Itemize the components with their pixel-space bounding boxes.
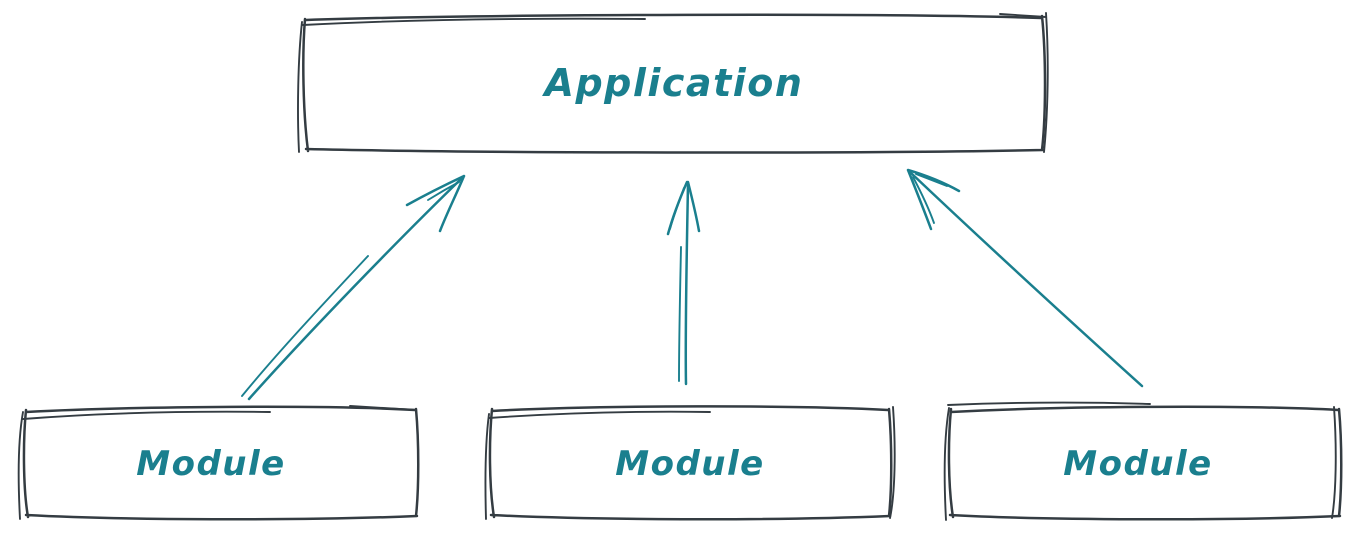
box-outline (947, 405, 1343, 521)
module-2-node: Module (484, 405, 896, 521)
box-overdraw (484, 406, 896, 520)
arrow-head (405, 174, 466, 233)
module-1-label: Module (136, 444, 285, 484)
box-overdraw (297, 12, 1049, 153)
module-3-node: Module (943, 401, 1343, 521)
application-node: Application (297, 12, 1049, 154)
box-outline (488, 405, 893, 521)
module-2-label: Module (615, 444, 764, 484)
arrow-shaft (684, 182, 690, 386)
arrow-module-3-to-application (906, 168, 1144, 388)
arrow-module-1-to-application (241, 174, 466, 401)
module-3-box (943, 401, 1343, 521)
arrow-shaft-overdraw (678, 246, 682, 382)
box-overdraw (943, 401, 1337, 521)
module-2-box (484, 405, 896, 521)
arrow-shaft (909, 171, 1144, 388)
box-outline (302, 13, 1047, 154)
arrow-head-overdraw (912, 173, 948, 224)
application-label: Application (542, 61, 804, 105)
module-1-box (17, 405, 420, 521)
arrow-shaft (247, 177, 463, 401)
box-overdraw (17, 405, 417, 520)
arrow-module-2-to-application (666, 180, 701, 386)
module-1-node: Module (17, 405, 420, 521)
application-box (297, 12, 1049, 154)
module-3-label: Module (1063, 444, 1212, 484)
arrow-head-overdraw (669, 187, 685, 230)
arrow-shaft-overdraw (241, 255, 369, 397)
arrow-head-overdraw (427, 181, 460, 201)
box-outline (22, 405, 420, 521)
arrow-head (906, 168, 961, 231)
